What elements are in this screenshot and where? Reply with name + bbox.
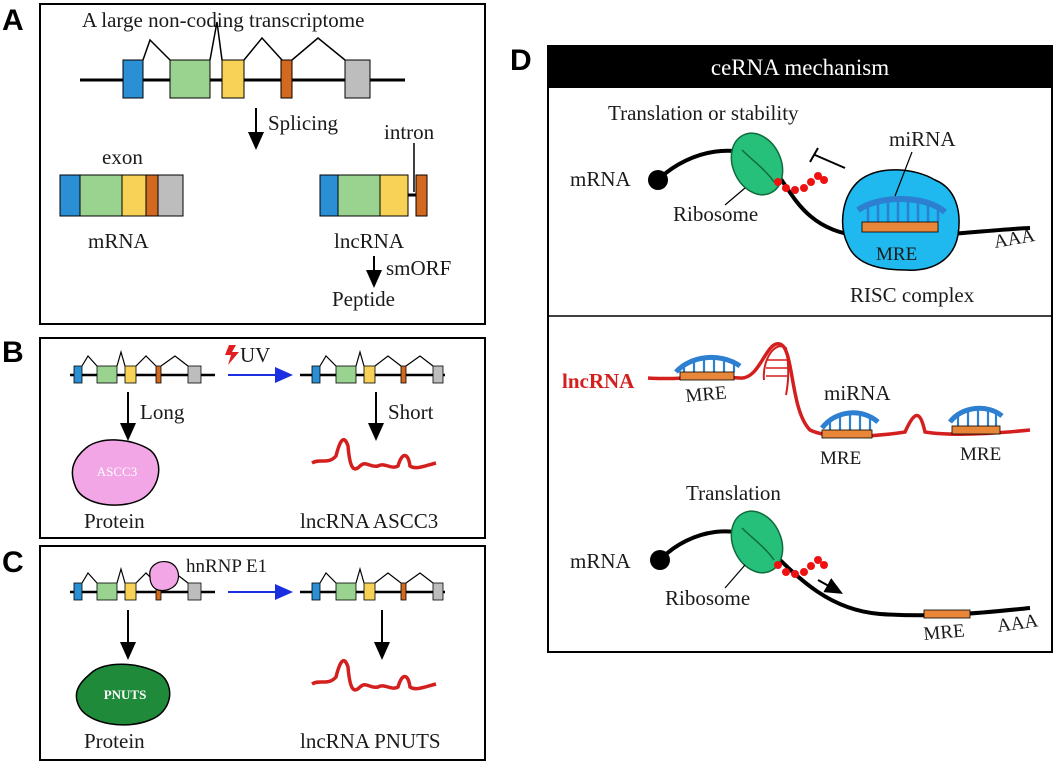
panel-d: D ceRNA mechanism Translation or stabili… bbox=[510, 44, 1053, 653]
hnrnp-label: hnRNP E1 bbox=[186, 556, 267, 577]
panel-a: A A large non-coding transcriptome Splic… bbox=[2, 3, 486, 325]
gene-structure-b-right bbox=[300, 349, 445, 384]
protein-pnuts-blob bbox=[75, 663, 171, 726]
mre-bottom-4 bbox=[923, 609, 971, 619]
panel-a-letter: A bbox=[2, 4, 24, 37]
gene-structure-b-left bbox=[70, 349, 215, 384]
peptide-chain-top bbox=[774, 172, 828, 194]
mirna-label-top: miRNA bbox=[889, 127, 956, 151]
mre-top bbox=[861, 221, 939, 233]
mrna-label: mRNA bbox=[88, 229, 150, 253]
panel-b-box bbox=[39, 337, 486, 539]
panel-b-letter: B bbox=[2, 336, 24, 369]
lncrna-pnuts-shape bbox=[311, 658, 437, 692]
exon-label: exon bbox=[102, 145, 143, 169]
mrna-label-d-top: mRNA bbox=[570, 167, 632, 191]
panel-d-letter: D bbox=[510, 44, 532, 77]
mirna-pointer-top bbox=[894, 151, 913, 197]
panel-a-box bbox=[39, 3, 486, 325]
mre-label-bottom-2: MRE bbox=[820, 448, 861, 469]
cerna-mechanism-title: ceRNA mechanism bbox=[711, 55, 889, 80]
mrna-bar bbox=[59, 174, 184, 217]
translation-label: Translation bbox=[686, 481, 781, 505]
lncrna-label-d: lncRNA bbox=[562, 369, 635, 393]
protein-pnuts-label: PNUTS bbox=[104, 687, 147, 702]
protein-ascc3-label: ASCC3 bbox=[97, 464, 137, 479]
mirna-label-bottom: miRNA bbox=[824, 381, 891, 405]
mirna-bottom-1 bbox=[674, 354, 742, 374]
transcriptome-title: A large non-coding transcriptome bbox=[82, 8, 364, 32]
hnrnp-e1-blob bbox=[149, 561, 180, 592]
mirna-bottom-3 bbox=[948, 405, 1004, 424]
ribosome-label-top: Ribosome bbox=[673, 202, 758, 226]
mrna-label-d-bottom: mRNA bbox=[570, 549, 632, 573]
lightning-icon bbox=[225, 345, 239, 365]
protein-ascc3-blob bbox=[71, 439, 160, 506]
smorf-label: smORF bbox=[386, 256, 451, 280]
protein-label-b: Protein bbox=[84, 509, 145, 533]
lncrna-bar bbox=[319, 174, 428, 217]
mre-bottom-3 bbox=[951, 425, 1001, 435]
intron-label: intron bbox=[384, 120, 435, 144]
panel-c-letter: C bbox=[2, 546, 24, 579]
translation-arrow bbox=[817, 578, 843, 594]
protein-label-c: Protein bbox=[84, 729, 145, 753]
aaa-label-bottom: AAA bbox=[996, 610, 1040, 637]
mre-label-top: MRE bbox=[876, 244, 917, 265]
panel-c-box bbox=[39, 545, 486, 761]
risc-complex-blob bbox=[841, 169, 960, 271]
long-label: Long bbox=[140, 400, 185, 424]
lncrna-label: lncRNA bbox=[334, 229, 405, 253]
mre-label-bottom-3: MRE bbox=[960, 444, 1001, 465]
ribosome-pointer-bottom bbox=[724, 564, 746, 589]
mirna-teeth-top bbox=[866, 201, 940, 222]
mirna-top bbox=[856, 196, 947, 215]
splicing-label: Splicing bbox=[268, 111, 339, 135]
lncrna-ascc3-shape bbox=[311, 437, 437, 471]
lncrna-ascc3-label: lncRNA ASCC3 bbox=[300, 509, 438, 533]
uv-label: UV bbox=[240, 343, 270, 367]
mirna-bottom-2 bbox=[820, 410, 880, 430]
short-label: Short bbox=[388, 400, 434, 424]
mre-label-bottom-1: MRE bbox=[685, 382, 728, 407]
panel-d-header bbox=[548, 46, 1052, 88]
ribosome-label-bottom: Ribosome bbox=[665, 586, 750, 610]
gene-structure-c-right bbox=[300, 566, 445, 601]
lncrna-pnuts-label: lncRNA PNUTS bbox=[300, 729, 441, 753]
mre-bottom-1 bbox=[679, 371, 735, 381]
ribosome-pointer-top bbox=[724, 187, 746, 206]
mre-bottom-2 bbox=[821, 429, 873, 439]
risc-complex-label: RISC complex bbox=[850, 283, 975, 307]
gene-structure-a bbox=[80, 21, 405, 99]
peptide-chain-bottom bbox=[774, 556, 828, 578]
panel-b: B UV bbox=[2, 336, 486, 539]
panel-c: C hnRNP E1 bbox=[2, 545, 486, 761]
inhibition-symbol bbox=[809, 147, 846, 169]
translation-stability-label: Translation or stability bbox=[608, 101, 799, 125]
gene-structure-c-left bbox=[70, 566, 215, 601]
peptide-label: Peptide bbox=[332, 287, 395, 311]
lncrna-strand-d bbox=[647, 342, 1031, 438]
mre-label-bottom-4: MRE bbox=[923, 620, 966, 645]
